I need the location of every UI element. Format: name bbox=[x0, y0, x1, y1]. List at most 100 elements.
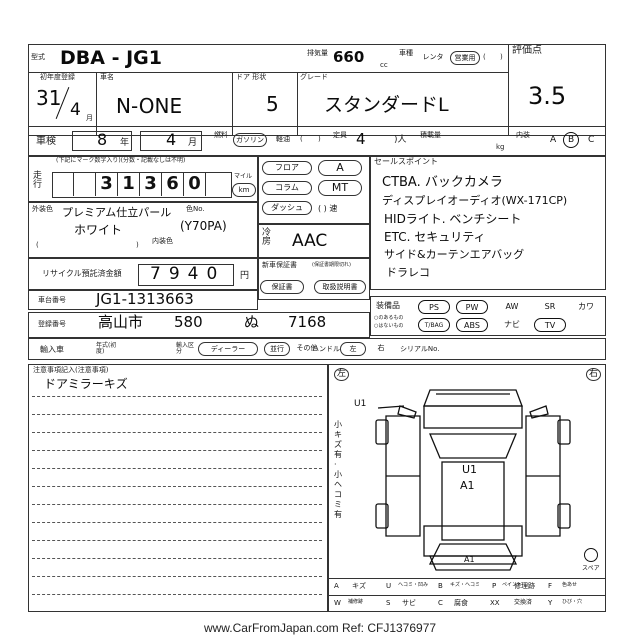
color-label: 外装色 bbox=[32, 205, 53, 213]
sales-points-label: セールスポイント bbox=[374, 157, 438, 166]
interior-a: A bbox=[550, 135, 557, 145]
mileage-label: 走行 bbox=[33, 171, 43, 190]
damage-mark-center-2: A1 bbox=[460, 479, 475, 492]
handle-label: ハンドル bbox=[312, 345, 340, 353]
grade-label: グレード bbox=[300, 73, 328, 81]
note-line bbox=[32, 576, 322, 577]
vehicle-type-commercial: 営業用 bbox=[450, 51, 480, 65]
legend-c: C bbox=[438, 599, 443, 607]
recycle-amount-box bbox=[138, 264, 234, 286]
model-code: DBA - JG1 bbox=[60, 47, 162, 69]
aircon-label: 冷房 bbox=[262, 228, 272, 247]
equipment-block bbox=[370, 296, 606, 336]
legend-a: A bbox=[334, 582, 339, 590]
legend-divider bbox=[328, 578, 606, 579]
aircon-value: AAC bbox=[292, 231, 328, 251]
first-reg-month-unit: 月 bbox=[86, 114, 93, 122]
registration-label: 登録番号 bbox=[38, 320, 66, 328]
legend-divider-2 bbox=[328, 595, 606, 596]
warranty-block bbox=[258, 258, 370, 300]
recycle-block bbox=[28, 258, 258, 290]
equipment-label: 装備品 bbox=[376, 301, 400, 310]
mileage-block bbox=[28, 156, 258, 202]
note-line bbox=[32, 486, 322, 487]
note-line bbox=[32, 432, 322, 433]
vehicle-type-paren-open: ( bbox=[483, 53, 486, 61]
equip-tbag: T/BAG bbox=[418, 318, 450, 332]
equipment-note-2: ○はないもの bbox=[374, 323, 404, 329]
diagram-block bbox=[328, 364, 606, 612]
note-line bbox=[32, 594, 322, 595]
car-diagram bbox=[375, 389, 571, 571]
note-line bbox=[32, 450, 322, 451]
odo-digit-1 bbox=[52, 172, 74, 196]
legend-xx-text: 交換済 bbox=[514, 599, 533, 606]
displacement-label: 排気量 bbox=[307, 49, 328, 57]
aircon-block bbox=[258, 224, 370, 258]
doors-label: ドア 形状 bbox=[236, 73, 267, 81]
warranty-book: 保証書 bbox=[260, 280, 304, 294]
diagram-side-note: 小キズ 有 · 小ヘコミ 有 bbox=[334, 420, 342, 519]
odo-digit-6: 6 bbox=[162, 172, 184, 196]
legend-repair: 修理跡 bbox=[514, 582, 535, 590]
mileage-unit-km: km bbox=[232, 183, 256, 197]
equip-pw: PW bbox=[456, 300, 488, 314]
inspection-month-box bbox=[140, 131, 202, 151]
inspection-row bbox=[28, 126, 606, 156]
shift-floor: フロア bbox=[262, 161, 312, 175]
import-label: 輸入車 bbox=[40, 345, 64, 354]
recycle-amount: 7940 bbox=[150, 264, 226, 284]
sales-point-6: ドラレコ bbox=[386, 266, 430, 279]
color-no-label: 色No. bbox=[186, 205, 205, 213]
note-line bbox=[32, 396, 322, 397]
mileage-note: (下記にマーク数字入り)(分数・記載なしは不明) bbox=[56, 157, 186, 164]
footer-watermark: www.CarFromJapan.com Ref: CFJ1376977 bbox=[203, 621, 437, 635]
import-year-label: 年式(初度) bbox=[96, 342, 117, 355]
first-reg-divider bbox=[96, 72, 97, 136]
first-reg-year: 31 bbox=[36, 86, 62, 110]
capacity-label: 定員 bbox=[333, 131, 347, 139]
equip-tv: TV bbox=[534, 318, 566, 332]
warranty-manual: 取扱説明書 bbox=[314, 280, 366, 294]
vehicle-type-label: 車種 bbox=[399, 49, 413, 57]
vehicle-type-paren-close: ) bbox=[500, 53, 503, 61]
legend-b-text: キズ・ヘコミ bbox=[450, 582, 481, 588]
trans-mt: MT bbox=[318, 180, 362, 196]
registration-number: 7168 bbox=[288, 313, 327, 331]
shift-block bbox=[258, 156, 370, 224]
legend-y-text: ひび・穴 bbox=[562, 599, 583, 605]
notes-block bbox=[28, 364, 328, 612]
first-reg-month: 4 bbox=[70, 100, 81, 120]
legend-s-text: サビ bbox=[402, 599, 416, 607]
inspection-year: 8 bbox=[97, 130, 108, 149]
note-line bbox=[32, 504, 322, 505]
row1-divider bbox=[28, 72, 508, 73]
interior-color-paren-close: ) bbox=[136, 241, 139, 249]
equip-abs: ABS bbox=[456, 318, 488, 332]
capacity-value: 4 bbox=[356, 130, 366, 148]
displacement-value: 660 bbox=[333, 48, 365, 66]
registration-region: 高山市 bbox=[98, 313, 144, 331]
legend-w: W bbox=[334, 599, 341, 607]
fuel-label: 燃料 bbox=[214, 131, 228, 139]
shift-dash: ダッシュ bbox=[262, 201, 312, 215]
grade-value: スタンダードL bbox=[324, 94, 449, 116]
odo-digit-2 bbox=[74, 172, 96, 196]
notes-first-line: ドアミラーキズ bbox=[44, 377, 128, 391]
inspection-year-unit: 年 bbox=[120, 138, 130, 148]
odometer-box bbox=[52, 172, 232, 198]
import-row bbox=[28, 338, 606, 360]
interior-c: C bbox=[588, 135, 595, 145]
cc-unit: cc bbox=[380, 61, 388, 69]
damage-mark-front: U1 bbox=[354, 399, 367, 409]
legend-a-text: キズ bbox=[352, 582, 366, 590]
notes-label: 注意事項記入(注意事項) bbox=[33, 366, 109, 374]
interior-b: B bbox=[568, 135, 575, 145]
color-name-line1: プレミアム仕立パール bbox=[62, 206, 172, 219]
interior-b-circle bbox=[563, 132, 579, 148]
damage-mark-center-1: U1 bbox=[462, 463, 478, 476]
odo-digit-5: 3 bbox=[140, 172, 162, 196]
grade-divider bbox=[297, 72, 298, 136]
sales-point-3: HIDライト. ベンチシート bbox=[384, 212, 522, 226]
